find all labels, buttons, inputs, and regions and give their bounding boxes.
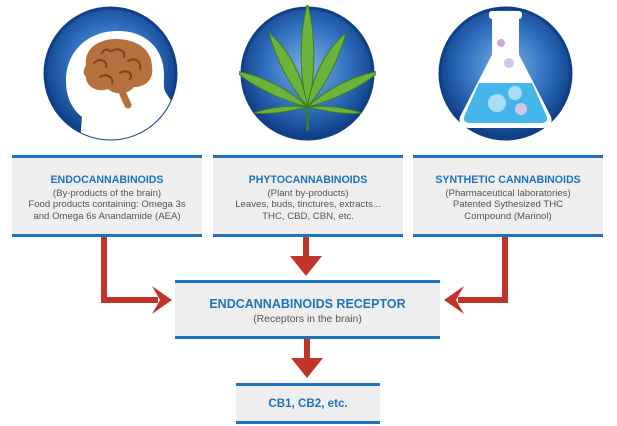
arrowhead-bottom: [291, 358, 323, 378]
receptor-box: ENDCANNABINOIDS RECEPTOR (Receptors in t…: [175, 280, 440, 339]
synthetic-cannabinoids-title: SYNTHETIC CANNABINOIDS: [435, 174, 581, 186]
result-box: CB1, CB2, etc.: [236, 383, 380, 424]
human-head-brain-icon: [42, 5, 179, 142]
receptor-title: ENDCANNABINOIDS RECEPTOR: [209, 297, 406, 311]
receptor-subtitle: (Receptors in the brain): [253, 314, 362, 325]
phytocannabinoids-title: PHYTOCANNABINOIDS: [248, 174, 368, 186]
result-title: CB1, CB2, etc.: [268, 397, 348, 410]
arrowhead-left: [152, 286, 172, 314]
phytocannabinoids-line-3: THC, CBD, CBN, etc.: [262, 210, 354, 222]
endocannabinoids-line-3: and Omega 6s Anandamide (AEA): [33, 210, 181, 222]
arrow-synth-to-receptor: [458, 237, 508, 303]
arrowhead-center: [290, 256, 322, 276]
phytocannabinoids-line-1: (Plant by-products): [267, 187, 349, 199]
arrow-endo-to-receptor: [101, 237, 158, 303]
endocannabinoids-line-2: Food products containing: Omega 3s: [28, 199, 186, 211]
arrowhead-right: [444, 286, 464, 314]
endocannabinoids-title: ENDOCANNABINOIDS: [50, 174, 164, 186]
phytocannabinoids-box: PHYTOCANNABINOIDS (Plant by-products) Le…: [213, 155, 403, 237]
cannabis-leaf-icon: [239, 5, 376, 142]
endocannabinoids-line-1: (By-products of the brain): [52, 187, 162, 199]
synthetic-cannabinoids-line-3: Compound (Marinol): [464, 210, 552, 222]
laboratory-flask-icon: [437, 5, 574, 142]
synthetic-cannabinoids-box: SYNTHETIC CANNABINOIDS (Pharmaceutical l…: [413, 155, 603, 237]
phytocannabinoids-line-2: Leaves, buds, tinctures, extracts...: [235, 199, 381, 211]
synthetic-cannabinoids-line-1: (Pharmaceutical laboratories): [445, 187, 571, 199]
synthetic-cannabinoids-line-2: Patented Sythesized THC: [452, 199, 564, 211]
endocannabinoids-box: ENDOCANNABINOIDS (By-products of the bra…: [12, 155, 202, 237]
